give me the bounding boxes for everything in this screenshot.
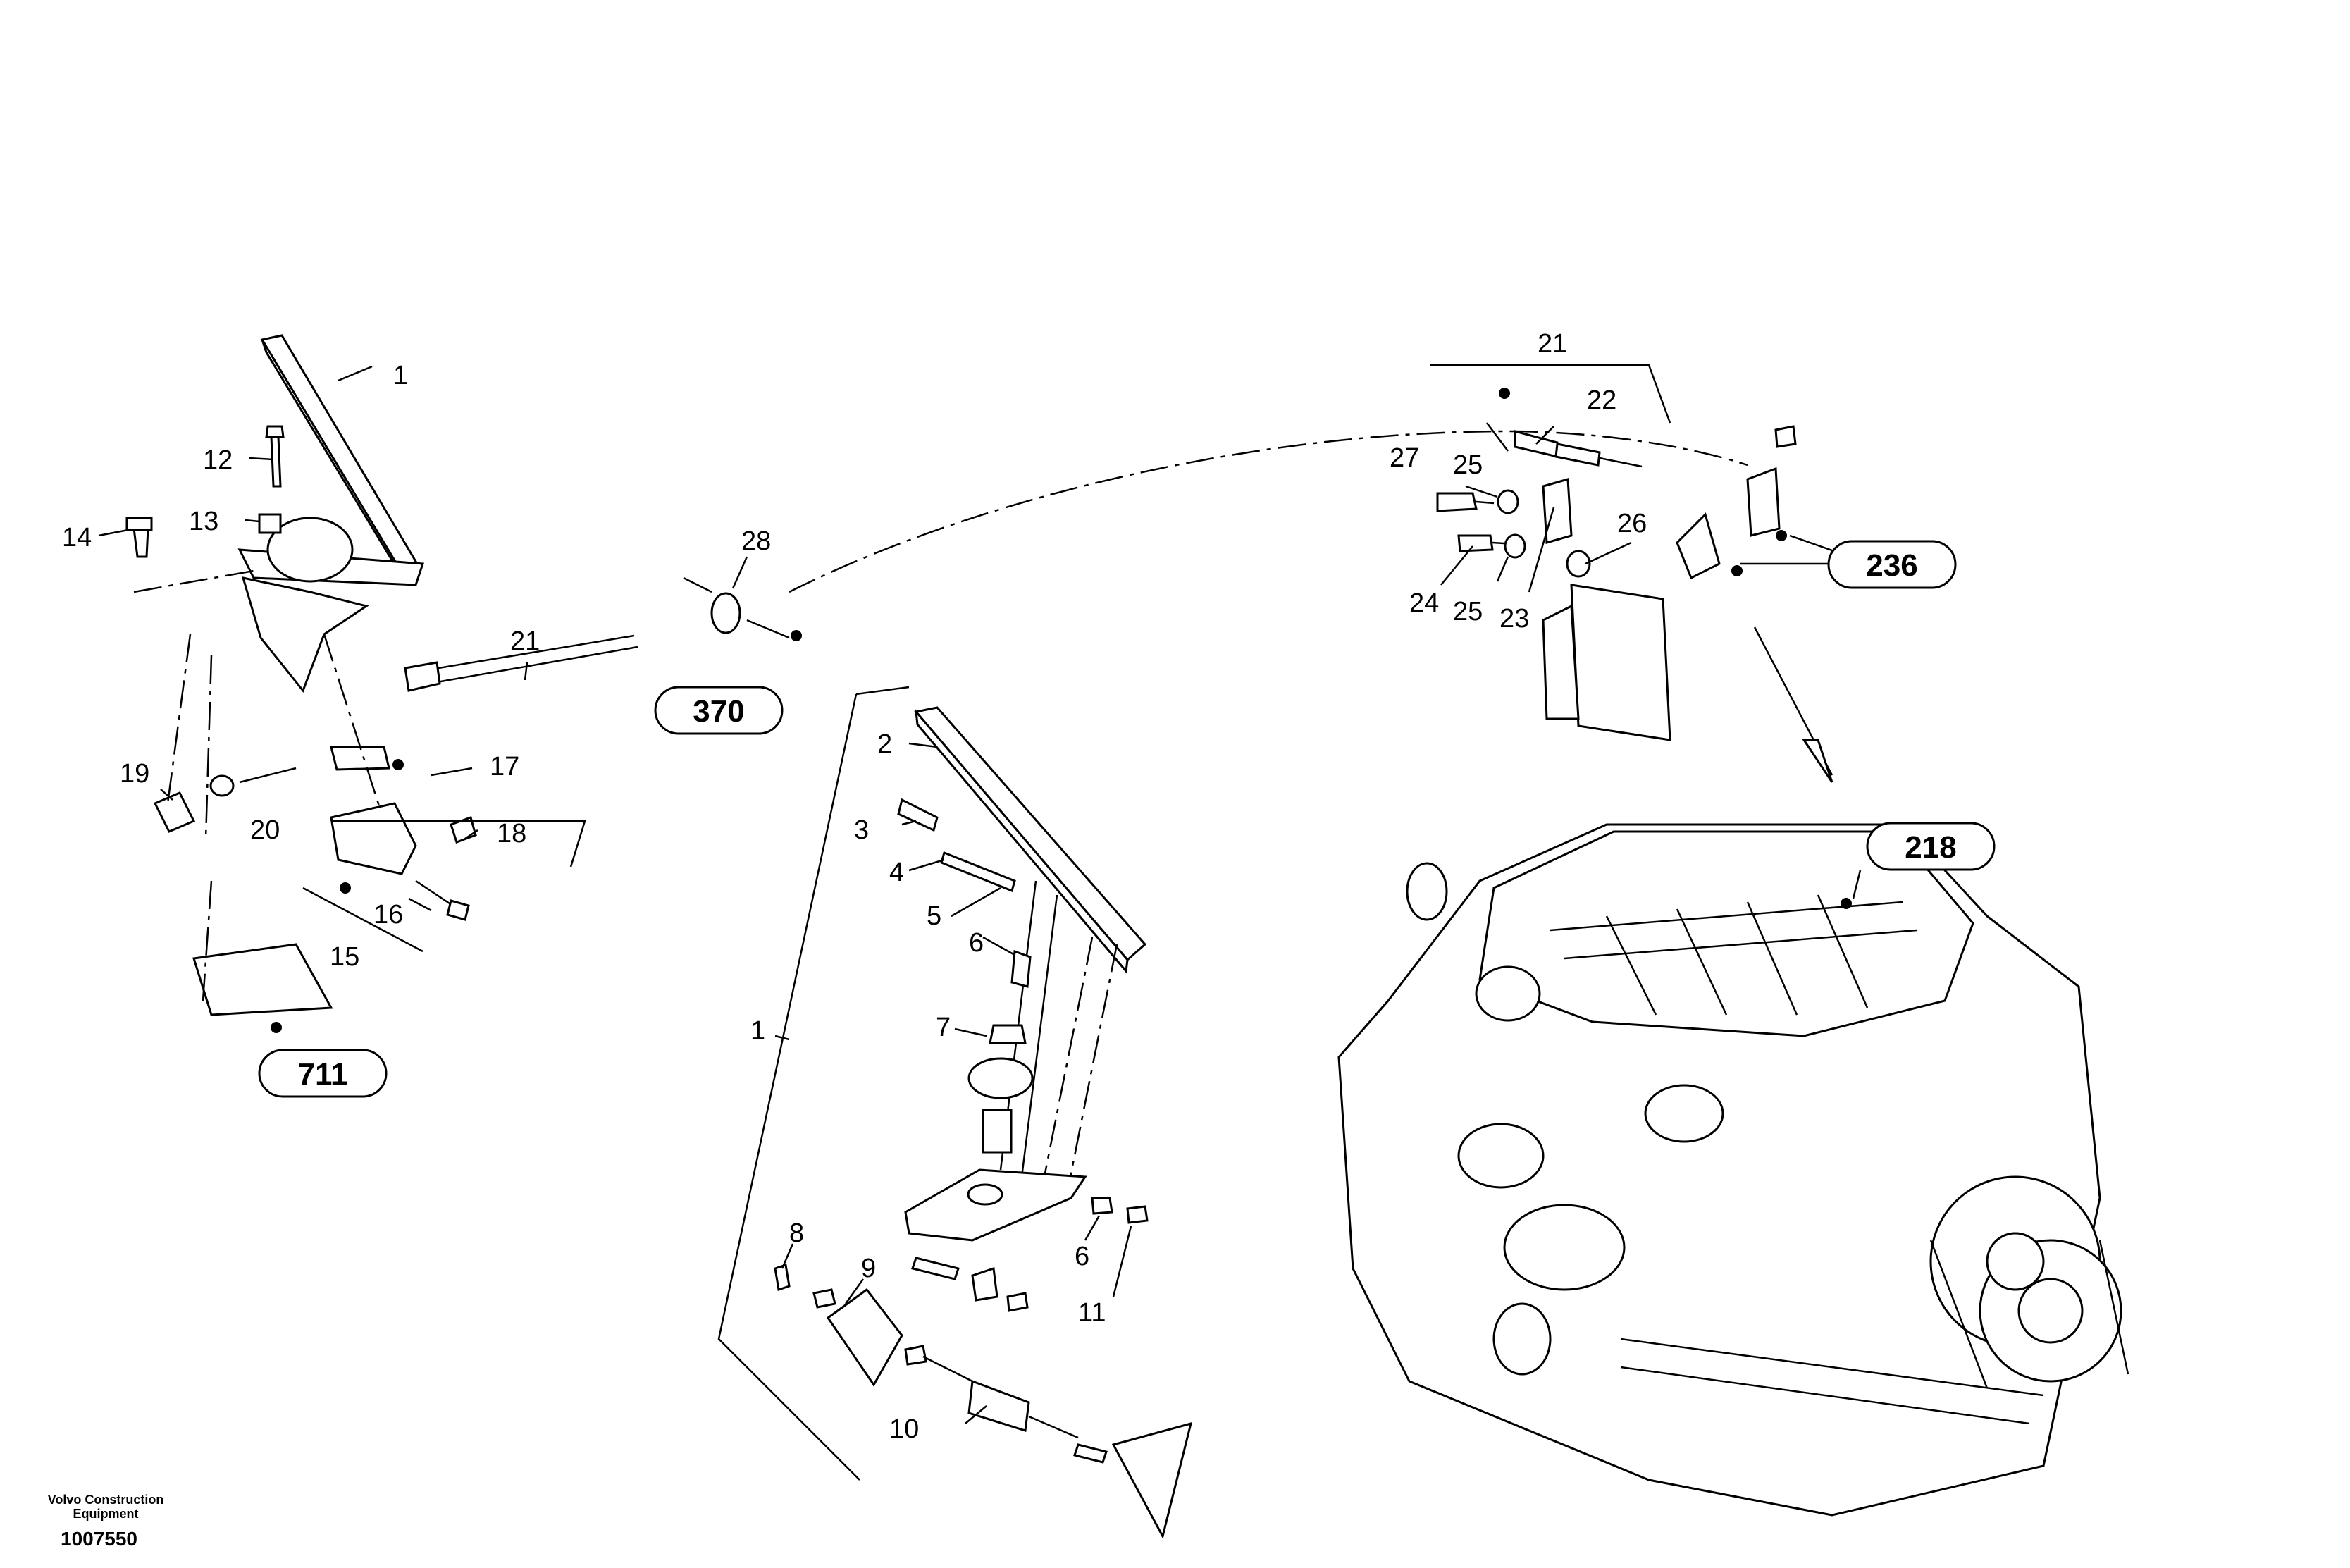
callout-17: 17 xyxy=(490,752,519,782)
reference-dots xyxy=(271,388,1852,1033)
leader-lines xyxy=(98,365,1862,1424)
reference-236-label: 236 xyxy=(1866,548,1917,583)
callout-8: 8 xyxy=(789,1218,804,1248)
brand-line-2: Equipment xyxy=(73,1507,139,1521)
callout-24: 24 xyxy=(1409,588,1439,618)
callout-6-lower: 6 xyxy=(1075,1242,1089,1271)
callout-13: 13 xyxy=(189,507,218,536)
brand-label: Volvo Construction Equipment xyxy=(28,1493,183,1521)
reference-218-label: 218 xyxy=(1905,830,1956,865)
callout-21-right: 21 xyxy=(1538,329,1567,359)
reference-370[interactable]: 370 xyxy=(654,686,784,735)
brand-line-1: Volvo Construction xyxy=(47,1493,164,1507)
callout-10: 10 xyxy=(889,1414,919,1444)
reference-370-label: 370 xyxy=(693,694,744,729)
callout-11: 11 xyxy=(1078,1298,1106,1328)
callout-19: 19 xyxy=(120,759,149,789)
callout-3: 3 xyxy=(854,815,869,845)
callout-6-upper: 6 xyxy=(969,928,984,958)
callout-21-left: 21 xyxy=(510,626,540,656)
callout-9: 9 xyxy=(861,1254,876,1283)
right-cable-linkage xyxy=(1430,364,1861,783)
callout-23: 23 xyxy=(1499,604,1529,634)
callout-4: 4 xyxy=(889,858,904,887)
callout-22: 22 xyxy=(1587,385,1616,415)
callout-labels: 1 12 13 14 28 21 17 19 20 18 16 15 2 3 4… xyxy=(62,329,1647,1444)
callout-18: 18 xyxy=(497,819,526,848)
cable-clip xyxy=(683,576,790,639)
callout-12: 12 xyxy=(203,445,233,475)
cable-route-line xyxy=(789,430,1748,593)
callout-25-lower: 25 xyxy=(1453,597,1483,626)
callout-16: 16 xyxy=(373,900,403,930)
callout-20: 20 xyxy=(250,815,280,845)
callout-1-bracket: 1 xyxy=(750,1016,765,1046)
callout-7: 7 xyxy=(936,1013,951,1042)
callout-2: 2 xyxy=(877,729,892,759)
engine-illustration xyxy=(1337,823,2129,1517)
center-pedal-assembly xyxy=(717,686,1193,1540)
reference-711[interactable]: 711 xyxy=(258,1049,388,1098)
reference-218[interactable]: 218 xyxy=(1866,822,1996,871)
callout-14: 14 xyxy=(62,523,92,552)
reference-236[interactable]: 236 xyxy=(1827,540,1957,589)
callout-26: 26 xyxy=(1617,509,1647,538)
callout-15: 15 xyxy=(330,942,359,972)
reference-711-label: 711 xyxy=(298,1057,348,1092)
callout-28: 28 xyxy=(741,526,771,556)
callout-27: 27 xyxy=(1390,443,1419,473)
callout-25-upper: 25 xyxy=(1453,450,1483,480)
left-pedal-assembly xyxy=(125,334,638,1016)
callout-5: 5 xyxy=(927,901,941,931)
document-id: 1007550 xyxy=(61,1528,138,1550)
callout-1: 1 xyxy=(393,361,408,390)
